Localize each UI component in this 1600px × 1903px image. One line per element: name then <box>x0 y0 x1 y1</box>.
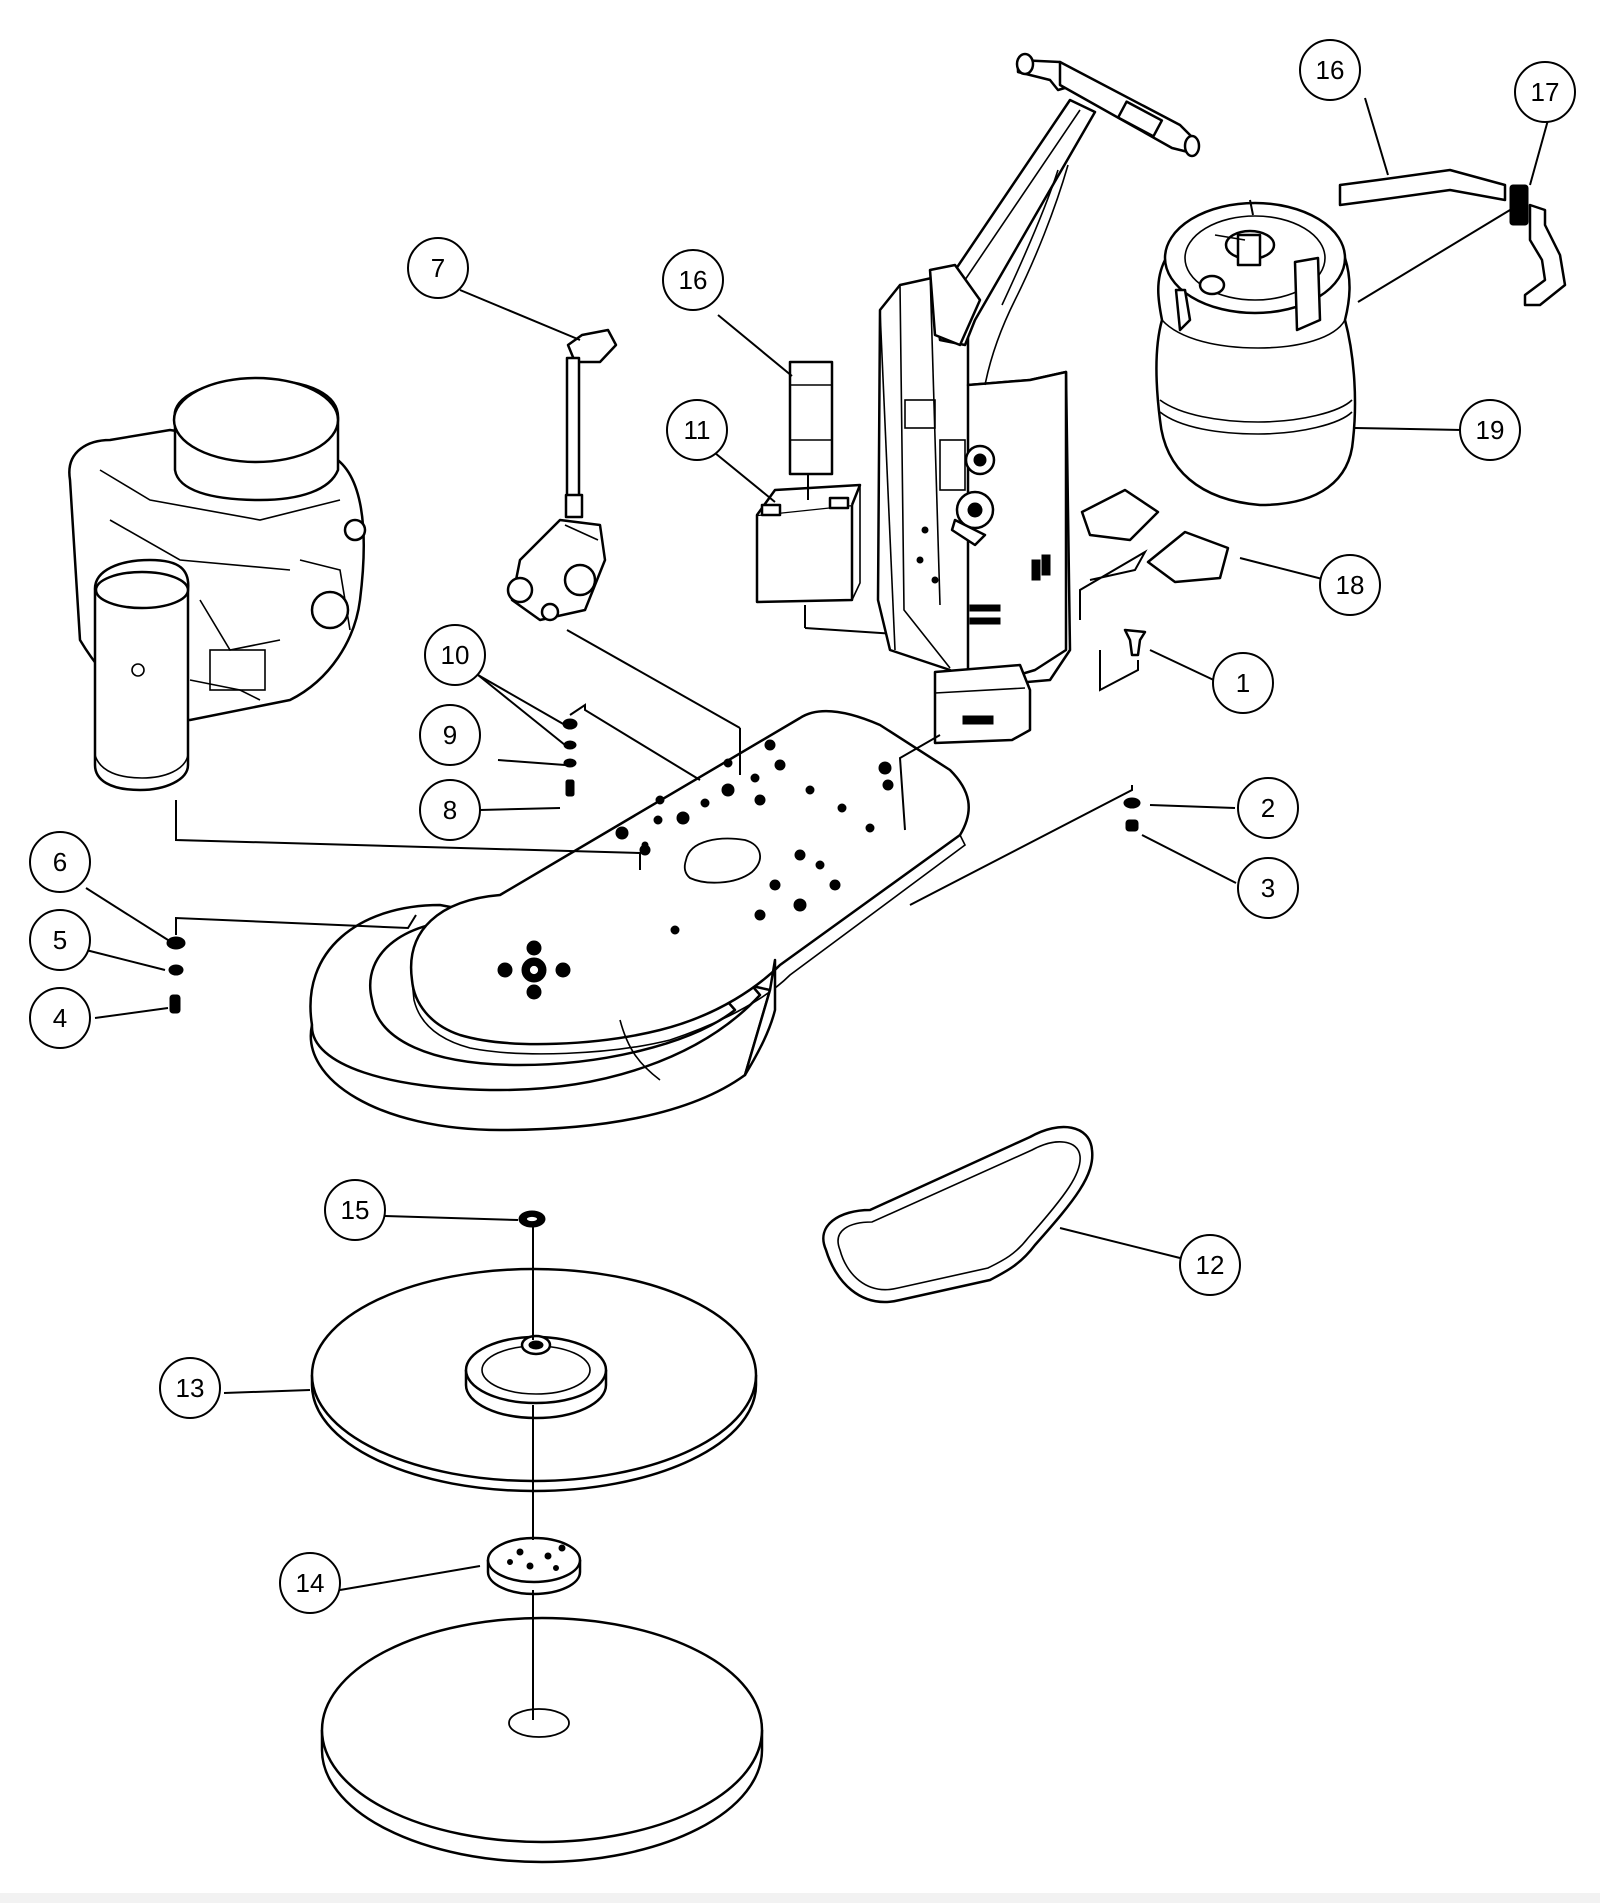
callout-3: 3 <box>1237 857 1299 919</box>
engine-assembly <box>68 376 367 792</box>
callout-11-label: 11 <box>684 415 711 445</box>
callout-17-label: 17 <box>1531 77 1560 107</box>
callout-17: 17 <box>1514 61 1576 123</box>
callout-4-label: 4 <box>53 1003 67 1033</box>
assembly-lines <box>175 199 1511 935</box>
callout-16-strap: 16 <box>1299 39 1361 101</box>
deck-base <box>309 709 970 1132</box>
callout-11: 11 <box>666 399 728 461</box>
callout-18: 18 <box>1319 554 1381 616</box>
callout-3-label: 3 <box>1261 873 1275 903</box>
callout-16-battery: 16 <box>662 249 724 311</box>
callout-9: 9 <box>419 704 481 766</box>
callout-7-label: 7 <box>431 253 445 283</box>
callouts: 1 2 3 4 5 6 7 8 <box>29 39 1576 1614</box>
callout-16-strap-label: 16 <box>1316 55 1345 85</box>
callout-1-label: 1 <box>1236 668 1250 698</box>
callout-12-label: 12 <box>1196 1250 1225 1280</box>
callout-9-label: 9 <box>443 720 457 750</box>
callout-13-label: 13 <box>176 1373 205 1403</box>
callout-2: 2 <box>1237 777 1299 839</box>
callout-10-label: 10 <box>441 640 470 670</box>
decals <box>1080 488 1230 584</box>
drive-belt-part <box>822 1125 1094 1304</box>
callout-5-label: 5 <box>53 925 67 955</box>
callout-6: 6 <box>29 831 91 893</box>
callout-18-label: 18 <box>1336 570 1365 600</box>
callout-10: 10 <box>424 624 486 686</box>
hardware <box>166 628 1147 1014</box>
callout-14: 14 <box>279 1552 341 1614</box>
propane-tank-part <box>1155 201 1357 507</box>
callout-2-label: 2 <box>1261 793 1275 823</box>
callout-6-label: 6 <box>53 847 67 877</box>
callout-13: 13 <box>159 1357 221 1419</box>
handle-tower <box>876 52 1201 745</box>
callout-19: 19 <box>1459 399 1521 461</box>
callout-4: 4 <box>29 987 91 1049</box>
callout-1: 1 <box>1212 652 1274 714</box>
bottom-strip <box>0 1893 1600 1903</box>
lower-pad-disc <box>320 1616 764 1864</box>
callout-19-label: 19 <box>1476 415 1505 445</box>
strap-part <box>1338 168 1567 307</box>
battery-part <box>755 360 986 665</box>
callout-7: 7 <box>407 237 469 299</box>
callout-8: 8 <box>419 779 481 841</box>
callout-15: 15 <box>324 1179 386 1241</box>
fuel-regulator <box>506 328 741 775</box>
callout-5: 5 <box>29 909 91 971</box>
callout-12: 12 <box>1179 1234 1241 1296</box>
callout-16-battery-label: 16 <box>679 265 708 295</box>
callout-15-label: 15 <box>341 1195 370 1225</box>
callout-8-label: 8 <box>443 795 457 825</box>
hub-part <box>486 1536 582 1596</box>
callout-14-label: 14 <box>296 1568 325 1598</box>
